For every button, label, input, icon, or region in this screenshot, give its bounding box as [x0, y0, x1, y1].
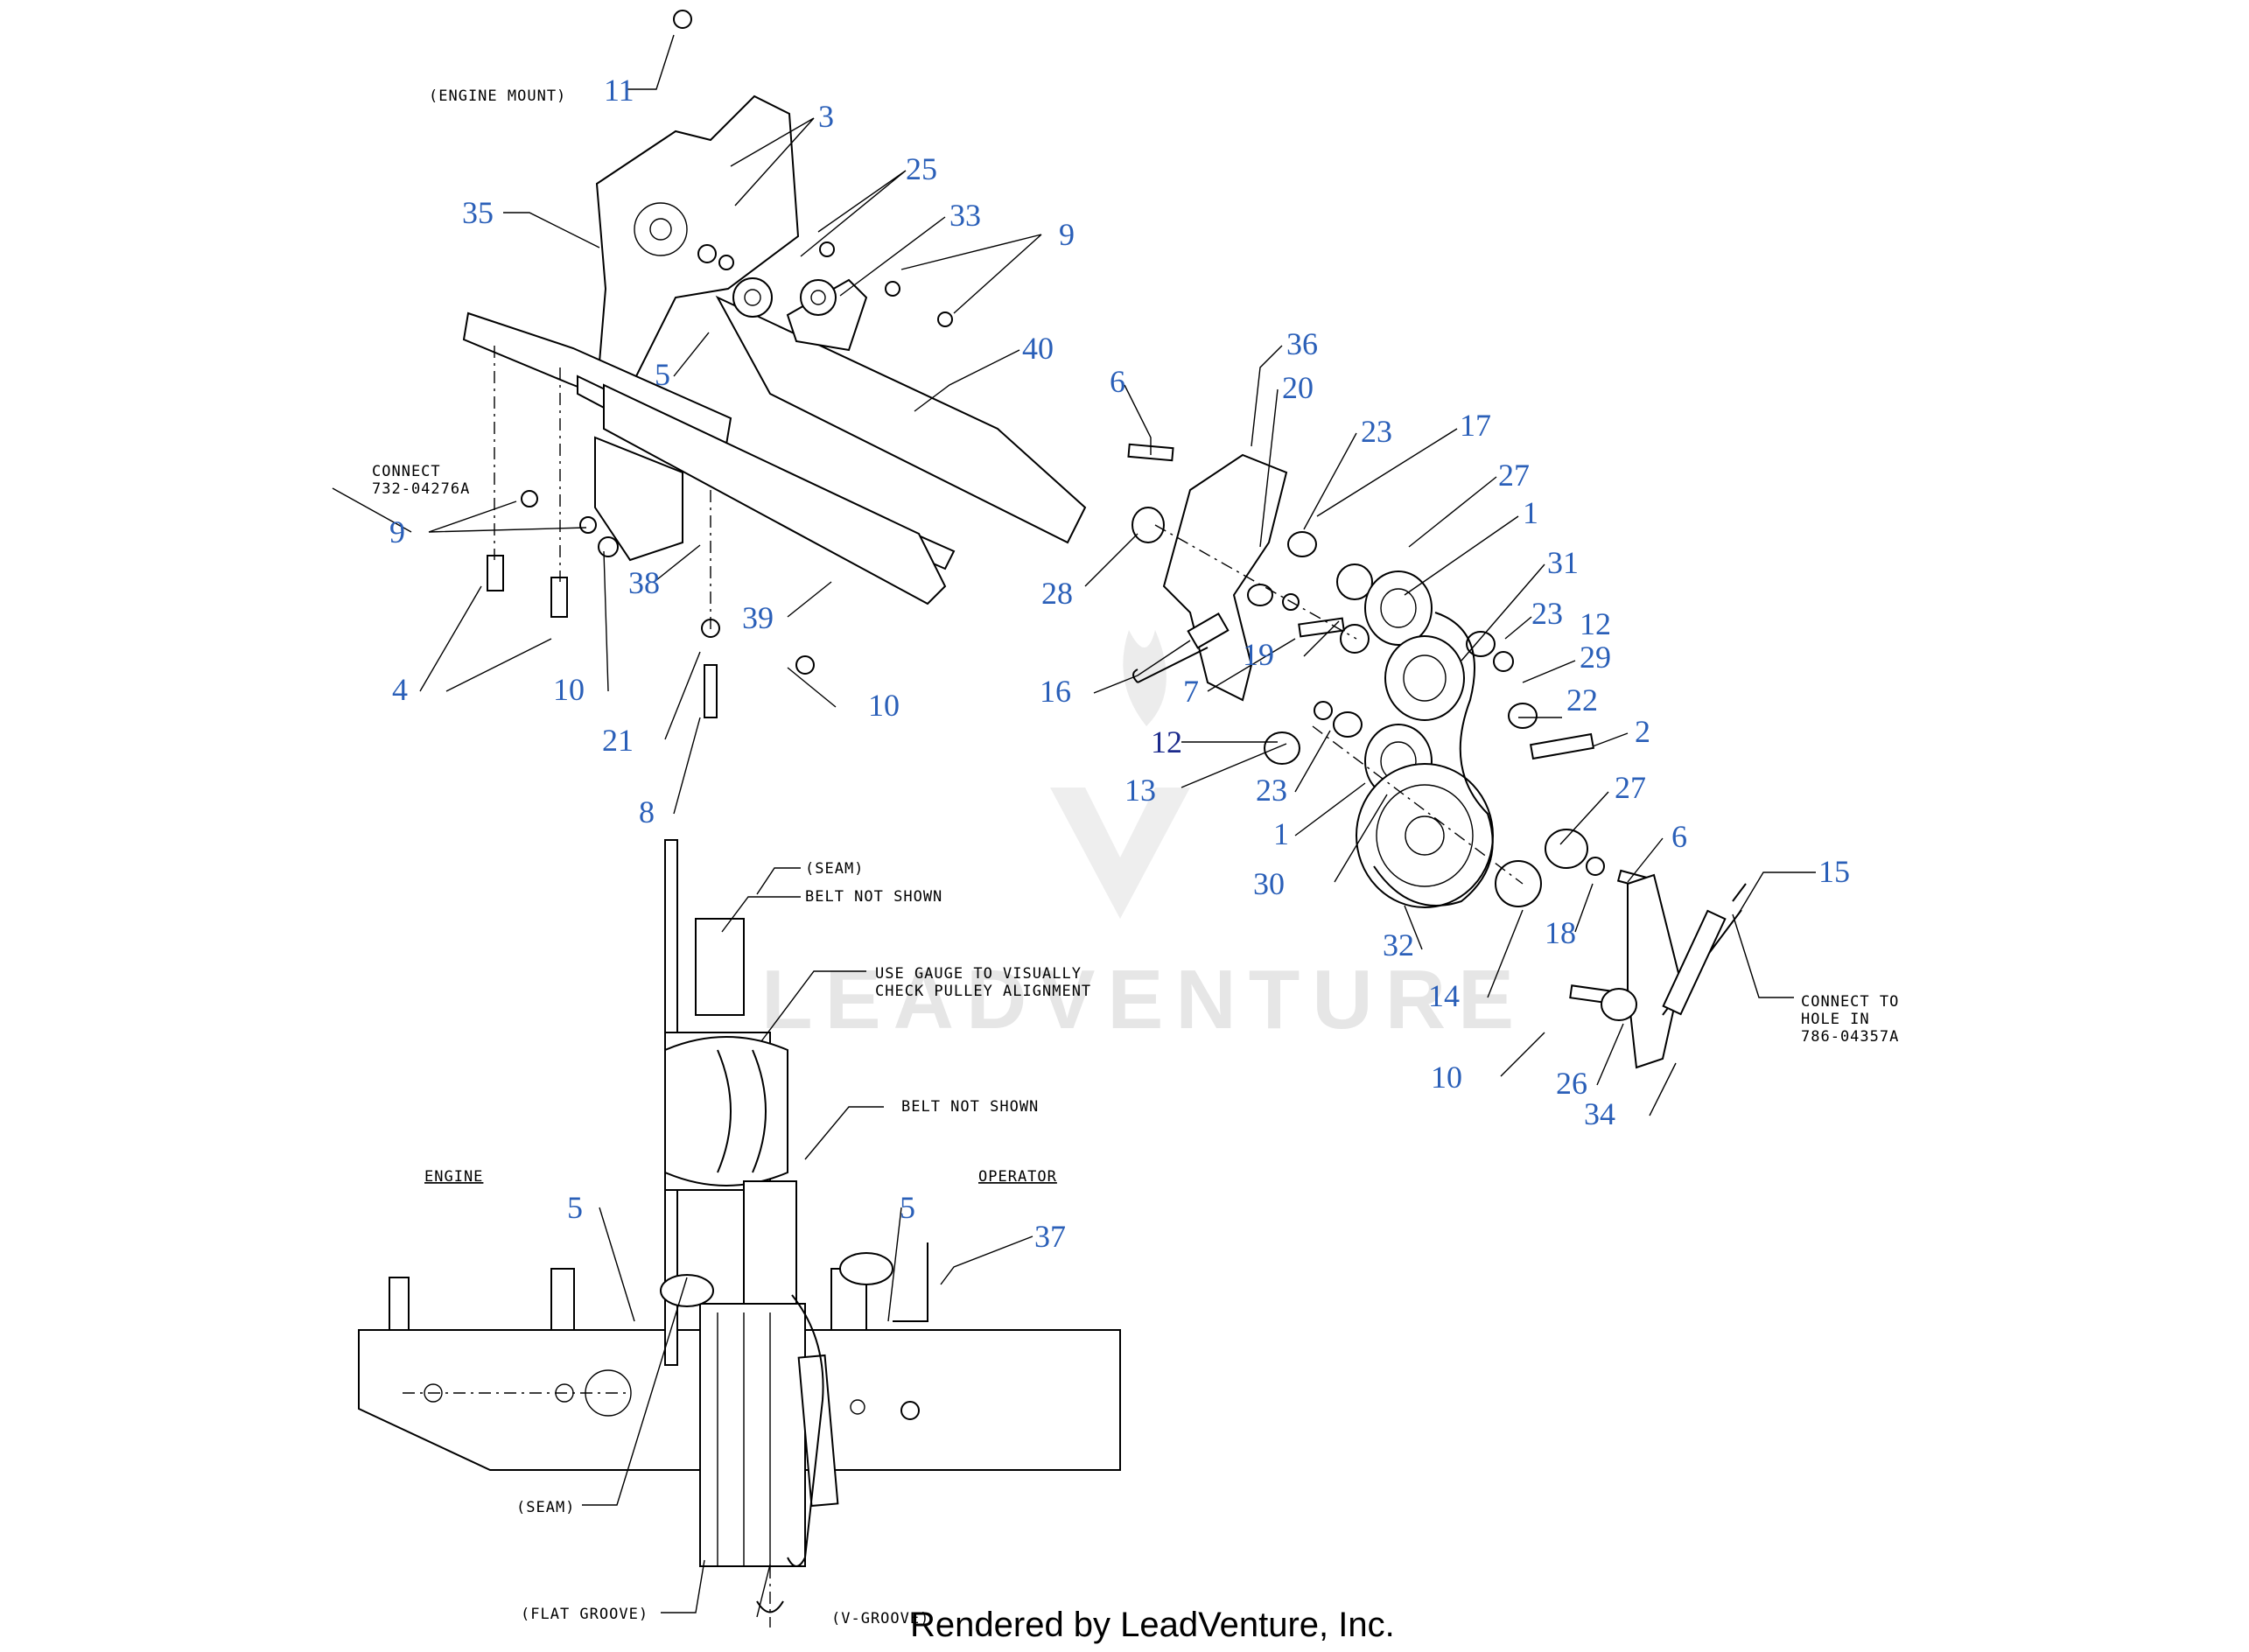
callout-33: 33 — [949, 198, 981, 233]
note-connect-1-line1: CONNECT — [372, 463, 441, 480]
callout-22: 22 — [1566, 682, 1598, 718]
note-seam-bottom: (SEAM) — [516, 1499, 575, 1516]
callout-29: 29 — [1580, 640, 1611, 675]
callout-11: 11 — [604, 73, 634, 108]
callout-5-top: 5 — [655, 357, 670, 392]
bracket-38 — [594, 436, 683, 562]
callout-5-bottom-right: 5 — [900, 1190, 915, 1225]
nut-14 — [1495, 860, 1542, 907]
note-connect-1-line2: 732-04276A — [372, 480, 470, 498]
note-v-groove: (V-GROOVE) — [831, 1610, 929, 1628]
note-connect-2-line1: CONNECT TO — [1801, 993, 1899, 1011]
callout-23-mid: 23 — [1531, 596, 1563, 631]
callout-19: 19 — [1243, 637, 1274, 672]
callout-3: 3 — [818, 99, 834, 134]
callout-2: 2 — [1635, 714, 1650, 749]
callout-35: 35 — [462, 195, 494, 230]
callout-38: 38 — [628, 565, 660, 600]
callout-12-left: 12 — [1151, 724, 1182, 760]
callout-10-right: 10 — [1431, 1060, 1462, 1095]
note-flat-groove: (FLAT GROOVE) — [521, 1606, 648, 1623]
note-belt-not-shown-2: BELT NOT SHOWN — [901, 1098, 1039, 1116]
callout-14: 14 — [1428, 978, 1460, 1013]
callout-34: 34 — [1584, 1096, 1615, 1131]
callout-37: 37 — [1034, 1219, 1066, 1254]
callout-13: 13 — [1124, 773, 1156, 808]
belt — [1373, 612, 1494, 906]
callout-27-top: 27 — [1498, 458, 1530, 493]
notes: (ENGINE MOUNT) CONNECT 732-04276A (SEAM)… — [372, 88, 1899, 1628]
idler-arm-34 — [1627, 873, 1682, 1069]
note-gauge-line1: USE GAUGE TO VISUALLY — [875, 965, 1082, 983]
callout-8: 8 — [639, 794, 655, 830]
note-engine: ENGINE — [424, 1168, 483, 1186]
callout-32: 32 — [1383, 928, 1414, 962]
pulley-1-top — [1364, 570, 1433, 646]
spring-16 — [1132, 647, 1209, 683]
note-seam-top: (SEAM) — [805, 860, 864, 878]
leader-lines — [332, 34, 1816, 1618]
callout-30: 30 — [1253, 866, 1285, 901]
callout-10-mid: 10 — [868, 688, 900, 723]
callout-17: 17 — [1460, 408, 1491, 443]
callout-5-bottom-left: 5 — [567, 1190, 583, 1225]
note-connect-2-line3: 786-04357A — [1801, 1028, 1899, 1046]
callouts: 11 3 35 25 33 9 5 40 9 38 39 4 10 10 21 … — [389, 73, 1850, 1254]
callout-4: 4 — [392, 672, 408, 707]
callout-26: 26 — [1556, 1066, 1587, 1101]
frame-rail-left — [462, 312, 732, 446]
callout-10-left: 10 — [553, 672, 585, 707]
note-connect-2-line2: HOLE IN — [1801, 1011, 1870, 1028]
tension-spring — [797, 1354, 839, 1508]
callout-23-bottom: 23 — [1256, 773, 1287, 808]
note-engine-mount: (ENGINE MOUNT) — [429, 88, 566, 105]
lower-pulley-section — [699, 1303, 806, 1567]
pulley-31 — [1384, 635, 1465, 721]
callout-1-top: 1 — [1523, 495, 1538, 530]
section-view — [358, 839, 1121, 1628]
callout-28: 28 — [1041, 576, 1073, 611]
callout-9-top: 9 — [1059, 217, 1075, 252]
pulley-stack — [1127, 443, 1747, 1069]
note-gauge-line2: CHECK PULLEY ALIGNMENT — [875, 983, 1091, 1000]
callout-6-top: 6 — [1110, 364, 1125, 399]
callout-31: 31 — [1547, 545, 1579, 580]
callout-7: 7 — [1183, 674, 1199, 709]
watermark-text: LEADVENTURE — [761, 953, 1526, 1046]
frame-assembly — [462, 10, 1087, 718]
note-belt-not-shown-1: BELT NOT SHOWN — [805, 888, 942, 906]
frame-rail-40 — [715, 295, 1087, 544]
callout-1-bottom: 1 — [1273, 816, 1289, 851]
callout-39: 39 — [742, 600, 774, 635]
callout-36: 36 — [1286, 326, 1318, 361]
callout-21: 21 — [602, 723, 634, 758]
note-operator: OPERATOR — [978, 1168, 1057, 1186]
callout-6-bottom: 6 — [1671, 819, 1687, 854]
footer-credit: Rendered by LeadVenture, Inc. — [910, 1606, 1395, 1644]
callout-25: 25 — [906, 151, 937, 186]
callout-40: 40 — [1022, 331, 1054, 366]
callout-27-bottom: 27 — [1615, 770, 1646, 805]
callout-20: 20 — [1282, 370, 1314, 405]
callout-15: 15 — [1818, 854, 1850, 889]
callout-9-left: 9 — [389, 514, 405, 550]
callout-18: 18 — [1545, 915, 1576, 950]
callout-16: 16 — [1040, 674, 1071, 709]
frame-rail-39 — [603, 383, 947, 606]
callout-12-right: 12 — [1580, 606, 1611, 641]
leadventure-watermark: LEADVENTURE — [761, 630, 1526, 1046]
callout-23-top: 23 — [1361, 414, 1392, 449]
